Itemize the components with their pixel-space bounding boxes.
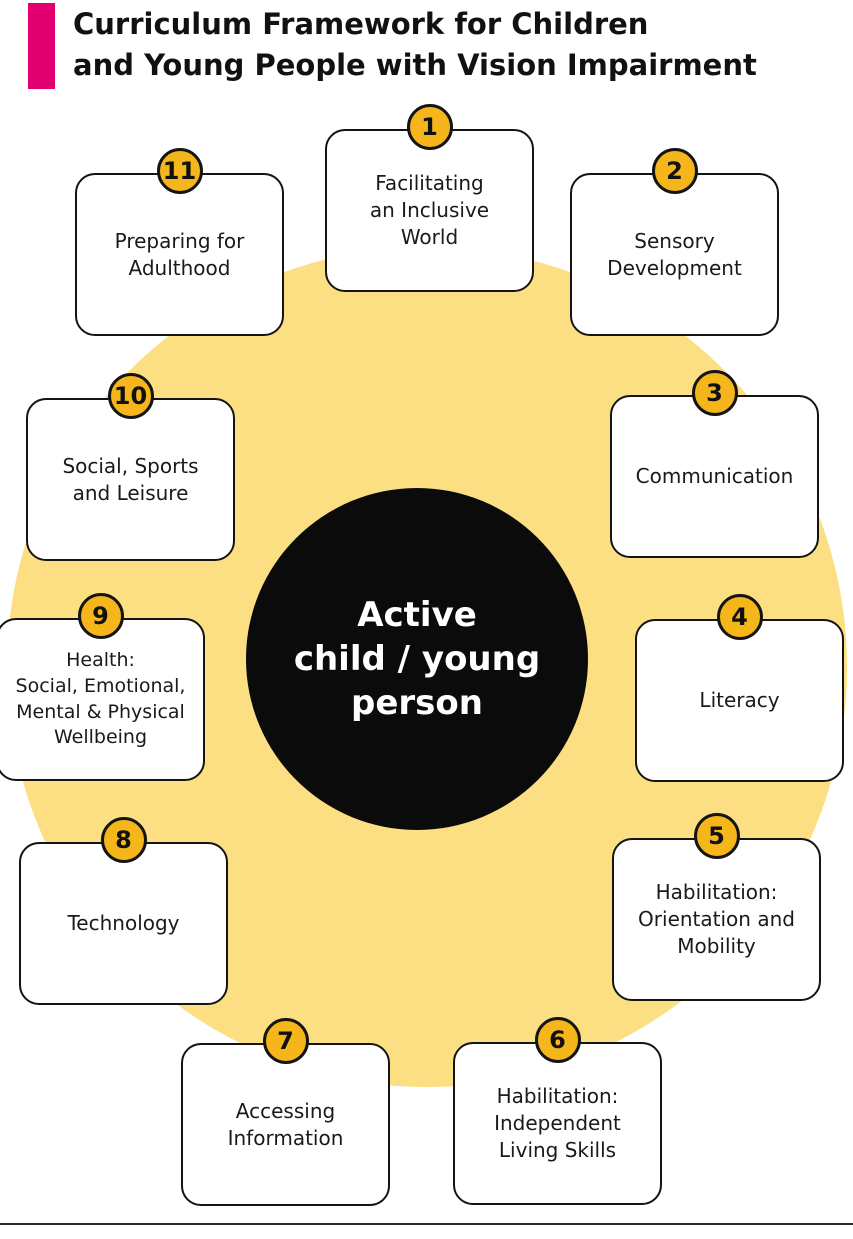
topic-number: 2 <box>666 157 683 185</box>
number-badge-5: 5 <box>693 813 740 859</box>
topic-box-10: 10 Social, Sports and Leisure <box>26 373 235 561</box>
number-badge-1: 1 <box>406 104 453 150</box>
topic-label: Preparing for Adulthood <box>114 228 245 280</box>
topic-label: Habilitation: Orientation and Mobility <box>638 880 795 958</box>
topic-number: 8 <box>115 826 132 854</box>
topic-label: Literacy <box>699 688 780 712</box>
topic-number: 4 <box>731 603 748 631</box>
topic-number: 5 <box>708 822 725 850</box>
topic-label: Communication <box>635 464 794 488</box>
topic-number: 9 <box>92 602 109 630</box>
topic-label: Social, Sports and Leisure <box>62 453 199 505</box>
topic-number: 1 <box>421 113 438 141</box>
number-badge-10: 10 <box>107 373 154 419</box>
number-badge-9: 9 <box>77 593 124 639</box>
topic-label: Accessing Information <box>227 1098 344 1150</box>
number-badge-3: 3 <box>691 370 738 416</box>
number-badge-11: 11 <box>156 148 203 194</box>
topic-box-7: 7 Accessing Information <box>181 1018 390 1206</box>
topic-label: Technology <box>67 911 180 935</box>
topic-number: 6 <box>549 1026 566 1054</box>
center-circle-label: Active child / young person <box>293 594 541 724</box>
page-title: Curriculum Framework for Children and Yo… <box>73 7 757 82</box>
bottom-divider <box>0 1223 853 1225</box>
topic-label: Health: Social, Emotional, Mental & Phys… <box>15 649 186 749</box>
topic-box-11: 11 Preparing for Adulthood <box>75 148 284 336</box>
center-circle: Active child / young person <box>246 488 588 830</box>
topic-box-4: 4 Literacy <box>635 594 844 782</box>
topic-label: Habilitation: Independent Living Skills <box>494 1084 621 1162</box>
topic-label: Sensory Development <box>607 228 742 280</box>
number-badge-6: 6 <box>534 1017 581 1063</box>
number-badge-4: 4 <box>716 594 763 640</box>
number-badge-7: 7 <box>262 1018 309 1064</box>
number-badge-2: 2 <box>651 148 698 194</box>
topic-number: 7 <box>277 1027 294 1055</box>
title-accent-bar <box>28 3 55 89</box>
number-badge-8: 8 <box>100 817 147 863</box>
topic-box-3: 3 Communication <box>610 370 819 558</box>
topic-label: Facilitating an Inclusive World <box>369 171 490 249</box>
topic-box-8: 8 Technology <box>19 817 228 1005</box>
topic-box-5: 5 Habilitation: Orientation and Mobility <box>612 813 821 1001</box>
topic-box-1: 1 Facilitating an Inclusive World <box>325 104 534 292</box>
topic-number: 10 <box>113 382 148 410</box>
topic-box-6: 6 Habilitation: Independent Living Skill… <box>453 1017 662 1205</box>
topic-number: 11 <box>162 157 197 185</box>
topic-box-2: 2 Sensory Development <box>570 148 779 336</box>
topic-box-9: 9 Health: Social, Emotional, Mental & Ph… <box>0 593 205 781</box>
topic-number: 3 <box>706 379 723 407</box>
